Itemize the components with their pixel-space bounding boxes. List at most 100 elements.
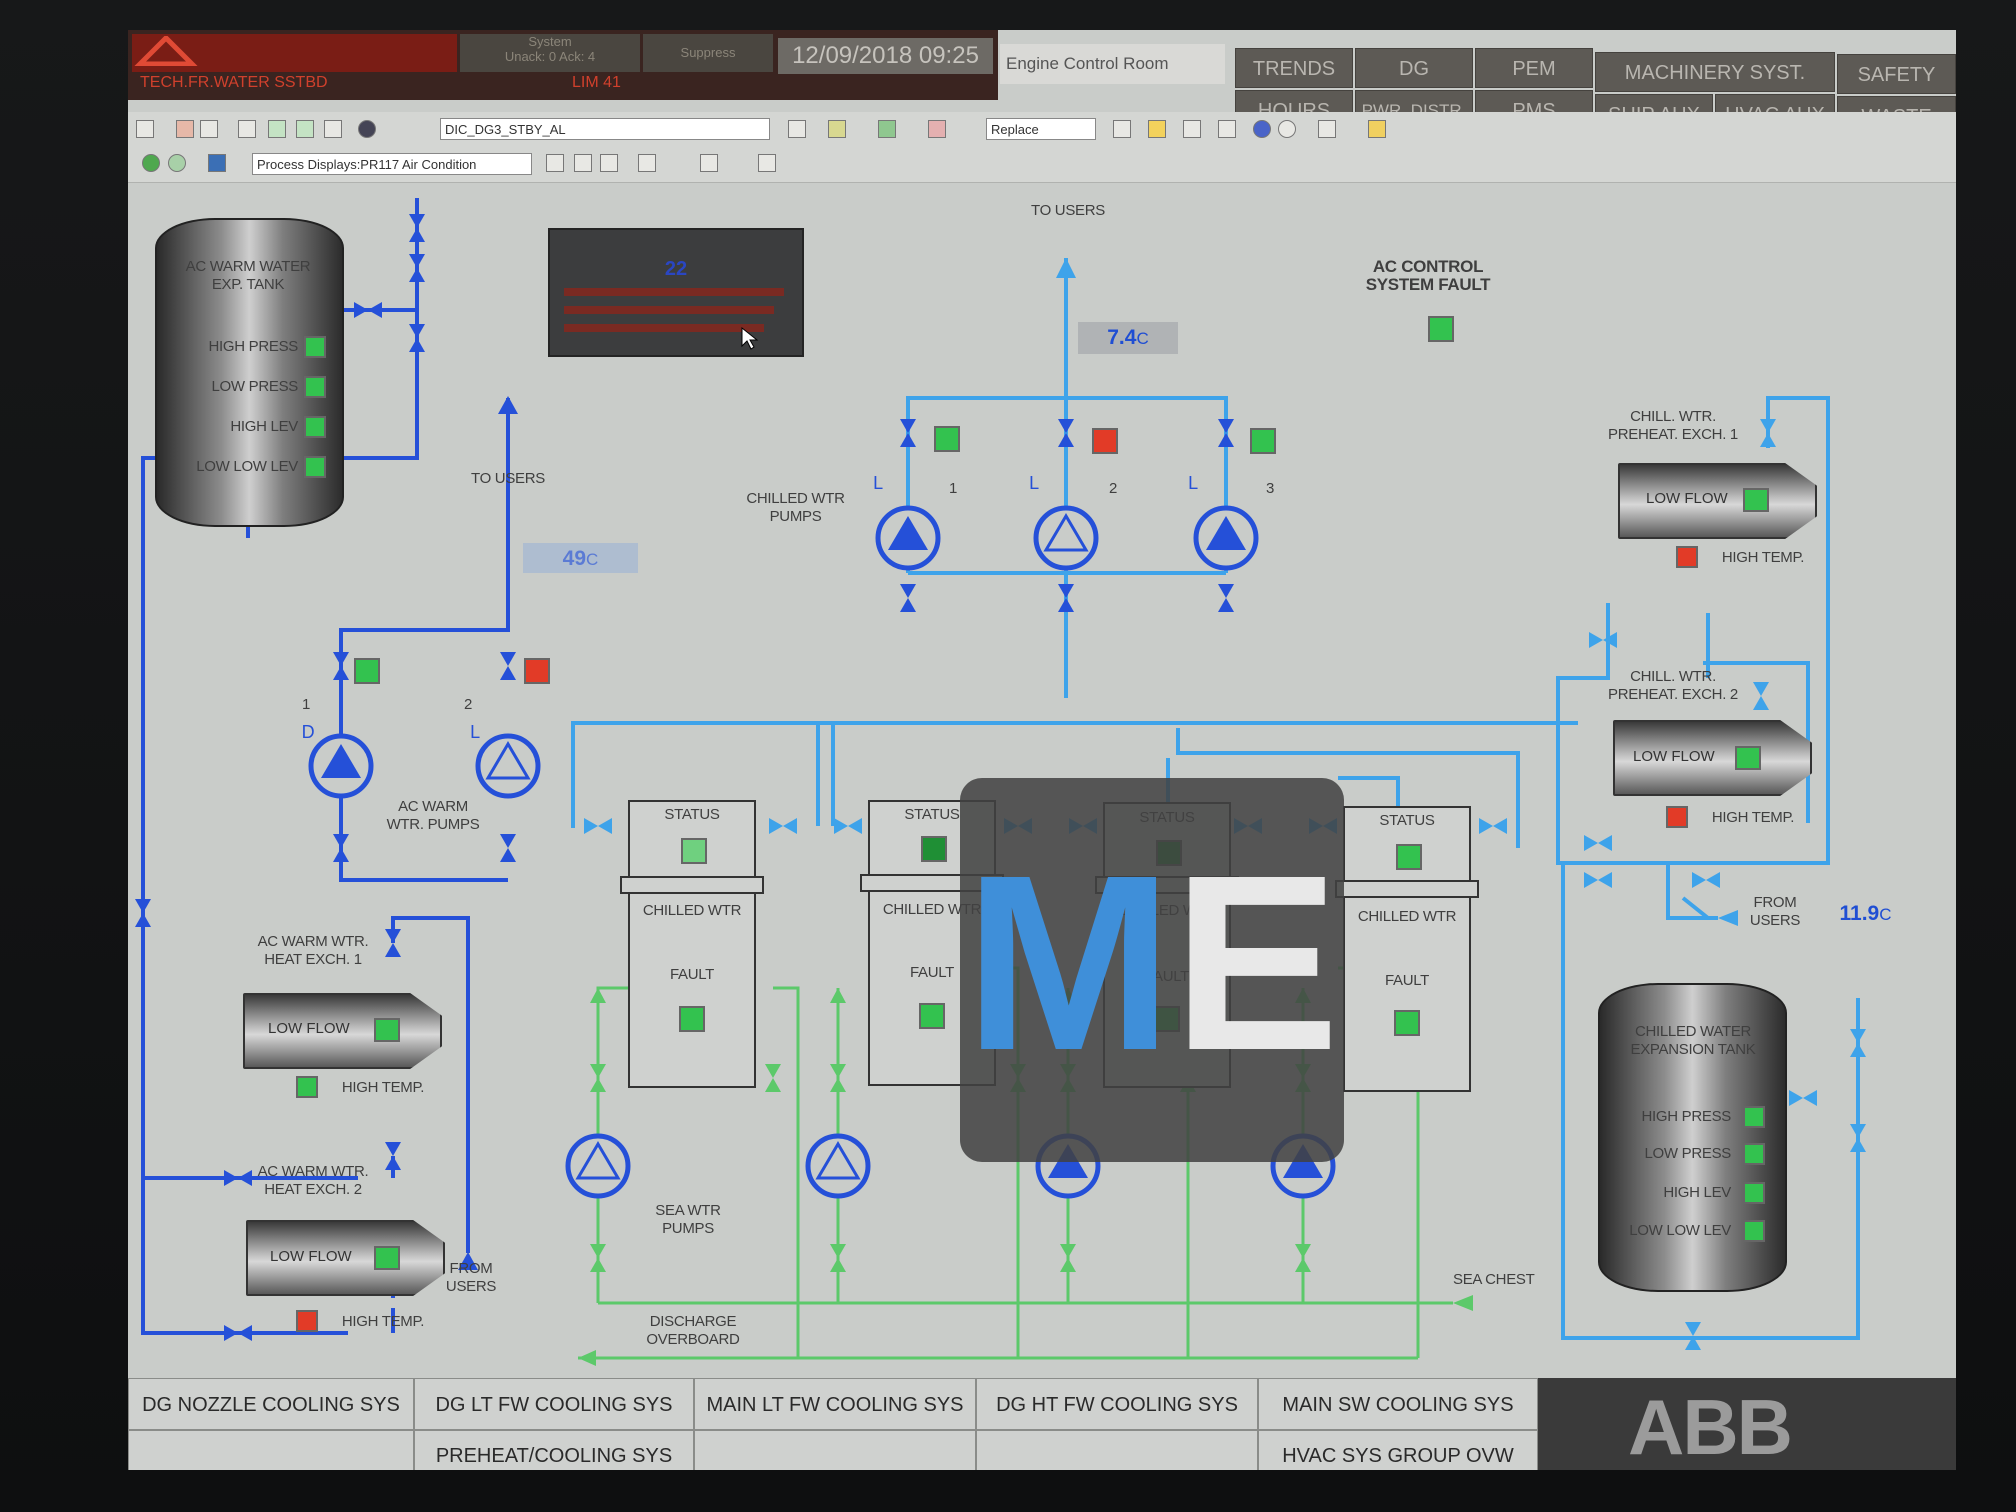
info-icon[interactable]: [1278, 120, 1296, 138]
back-icon[interactable]: [142, 154, 160, 172]
tab-hvac-group-ovw[interactable]: HVAC SYS GROUP OVW: [1258, 1430, 1538, 1470]
mode-combo[interactable]: Replace: [986, 118, 1096, 140]
tab-dg-ht-fw-cooling[interactable]: DG HT FW COOLING SYS: [976, 1378, 1258, 1430]
alarm-counter-title: System: [528, 34, 572, 49]
search-icon[interactable]: [324, 120, 342, 138]
object-icon[interactable]: [358, 120, 376, 138]
alarm-code: LIM 41: [572, 74, 621, 91]
hx2-low-flow-indicator[interactable]: [374, 1246, 400, 1270]
table-icon[interactable]: [200, 120, 218, 138]
warm-low-low-lev-label: LOW LOW LEV: [196, 458, 298, 475]
chill-hx2-low-flow-label: LOW FLOW: [1633, 748, 1715, 765]
tab-dg-nozzle-cooling[interactable]: DG NOZZLE COOLING SYS: [128, 1378, 414, 1430]
nav-safety-button[interactable]: SAFETY: [1837, 54, 1956, 94]
chilled-pump-2-indicator[interactable]: [1092, 428, 1118, 454]
chilled-pump-1-indicator[interactable]: [934, 426, 960, 452]
nav-dg-button[interactable]: DG: [1355, 48, 1473, 88]
chill-hx1-low-flow-indicator[interactable]: [1743, 488, 1769, 512]
warm-pump-1-indicator[interactable]: [354, 658, 380, 684]
nav-trends-button[interactable]: TRENDS: [1235, 48, 1353, 88]
chiller-1-fault-indicator[interactable]: [679, 1006, 705, 1032]
chiller-4-fault-indicator[interactable]: [1394, 1010, 1420, 1036]
link-icon[interactable]: [574, 154, 592, 172]
forward-icon[interactable]: [168, 154, 186, 172]
chiller-4-body[interactable]: [1343, 896, 1471, 1092]
tab-preheat-cooling[interactable]: PREHEAT/COOLING SYS: [414, 1430, 694, 1470]
tab-empty-3[interactable]: [976, 1430, 1258, 1470]
chiller-2-status-indicator[interactable]: [921, 836, 947, 862]
warm-low-low-lev-indicator[interactable]: [304, 456, 326, 478]
display-icon[interactable]: [208, 154, 226, 172]
nav-pem-button[interactable]: PEM: [1475, 48, 1593, 88]
hx2-high-temp-indicator[interactable]: [296, 1310, 318, 1332]
hx1-high-temp-indicator[interactable]: [296, 1076, 318, 1098]
warm-pump-2-indicator[interactable]: [524, 658, 550, 684]
chill-hx1-high-temp-indicator[interactable]: [1676, 546, 1698, 568]
chill-hx2-high-temp-label: HIGH TEMP.: [1711, 809, 1795, 826]
chiller-1-status-indicator[interactable]: [681, 838, 707, 864]
abb-logo: ABB: [1628, 1383, 1793, 1470]
room-field[interactable]: Engine Control Room: [1000, 44, 1225, 84]
hx2-low-flow-label: LOW FLOW: [270, 1248, 352, 1265]
object-combo[interactable]: DIC_DG3_STBY_AL: [440, 118, 770, 140]
chilled-water-tank[interactable]: [1598, 983, 1787, 1292]
window-icon[interactable]: [1218, 120, 1236, 138]
tab-empty-1[interactable]: [128, 1430, 414, 1470]
save-icon[interactable]: [1113, 120, 1131, 138]
chilled-pump-3-indicator[interactable]: [1250, 428, 1276, 454]
datetime-display: 12/09/2018 09:25: [778, 38, 993, 74]
filter-icon[interactable]: [788, 120, 806, 138]
tab-empty-2[interactable]: [694, 1430, 976, 1470]
display-combo[interactable]: Process Displays:PR117 Air Condition: [252, 153, 532, 175]
help-icon[interactable]: [1253, 120, 1271, 138]
warm-high-press-indicator[interactable]: [304, 336, 326, 358]
chiller-1-body[interactable]: [628, 892, 756, 1088]
tools-icon[interactable]: [546, 154, 564, 172]
copy-icon[interactable]: [758, 154, 776, 172]
warm-high-lev-indicator[interactable]: [304, 416, 326, 438]
watermark-letters: ME: [964, 823, 1340, 1102]
chiller-2-fault-indicator[interactable]: [919, 1003, 945, 1029]
page-icon[interactable]: [700, 154, 718, 172]
chilled-high-press-indicator[interactable]: [1743, 1106, 1765, 1128]
process-diagram: AC WARM WATER EXP. TANK HIGH PRESS LOW P…: [128, 198, 1956, 1370]
chart-icon[interactable]: [268, 120, 286, 138]
suppress-block[interactable]: Suppress: [643, 34, 773, 72]
warm-heat-exchanger-1[interactable]: [243, 993, 442, 1069]
tab-main-sw-cooling[interactable]: MAIN SW COOLING SYS: [1258, 1378, 1538, 1430]
layout-icon[interactable]: [928, 120, 946, 138]
alarm-banner[interactable]: [132, 34, 457, 72]
chill-hx2-high-temp-indicator[interactable]: [1666, 806, 1688, 828]
options-icon[interactable]: [638, 154, 656, 172]
warm-heat-exchanger-2[interactable]: [246, 1220, 445, 1296]
star-icon[interactable]: [1148, 120, 1166, 138]
tab-main-lt-fw-cooling[interactable]: MAIN LT FW COOLING SYS: [694, 1378, 976, 1430]
close-icon[interactable]: [136, 120, 154, 138]
from-users-right-label: FROM USERS: [1749, 894, 1801, 929]
print-icon[interactable]: [238, 120, 256, 138]
from-users-left-label: FROM USERS: [445, 1260, 497, 1295]
trend-icon[interactable]: [296, 120, 314, 138]
to-users-top-label: TO USERS: [1030, 202, 1105, 219]
printer-icon[interactable]: [1183, 120, 1201, 138]
folder-icon[interactable]: [1368, 120, 1386, 138]
chilled-low-low-lev-indicator[interactable]: [1743, 1220, 1765, 1242]
list-icon[interactable]: [176, 120, 194, 138]
users-icon[interactable]: [600, 154, 618, 172]
hx1-low-flow-indicator[interactable]: [374, 1018, 400, 1042]
chiller-4-status-indicator[interactable]: [1396, 844, 1422, 870]
grid-icon[interactable]: [828, 120, 846, 138]
ac-fault-indicator[interactable]: [1428, 316, 1454, 342]
warm-low-press-indicator[interactable]: [304, 376, 326, 398]
tab-dg-lt-fw-cooling[interactable]: DG LT FW COOLING SYS: [414, 1378, 694, 1430]
info-panel[interactable]: 22: [548, 228, 804, 357]
alarm-counter[interactable]: System Unack: 0 Ack: 4: [460, 34, 640, 72]
image-icon[interactable]: [878, 120, 896, 138]
chill-preheat-exchanger-1[interactable]: [1618, 463, 1817, 539]
edit-icon[interactable]: [1318, 120, 1336, 138]
chilled-high-lev-indicator[interactable]: [1743, 1182, 1765, 1204]
chill-hx2-low-flow-indicator[interactable]: [1735, 746, 1761, 770]
nav-machinery-button[interactable]: MACHINERY SYST.: [1595, 52, 1835, 92]
chilled-low-press-indicator[interactable]: [1743, 1143, 1765, 1165]
chill-preheat-exchanger-2[interactable]: [1613, 720, 1812, 796]
